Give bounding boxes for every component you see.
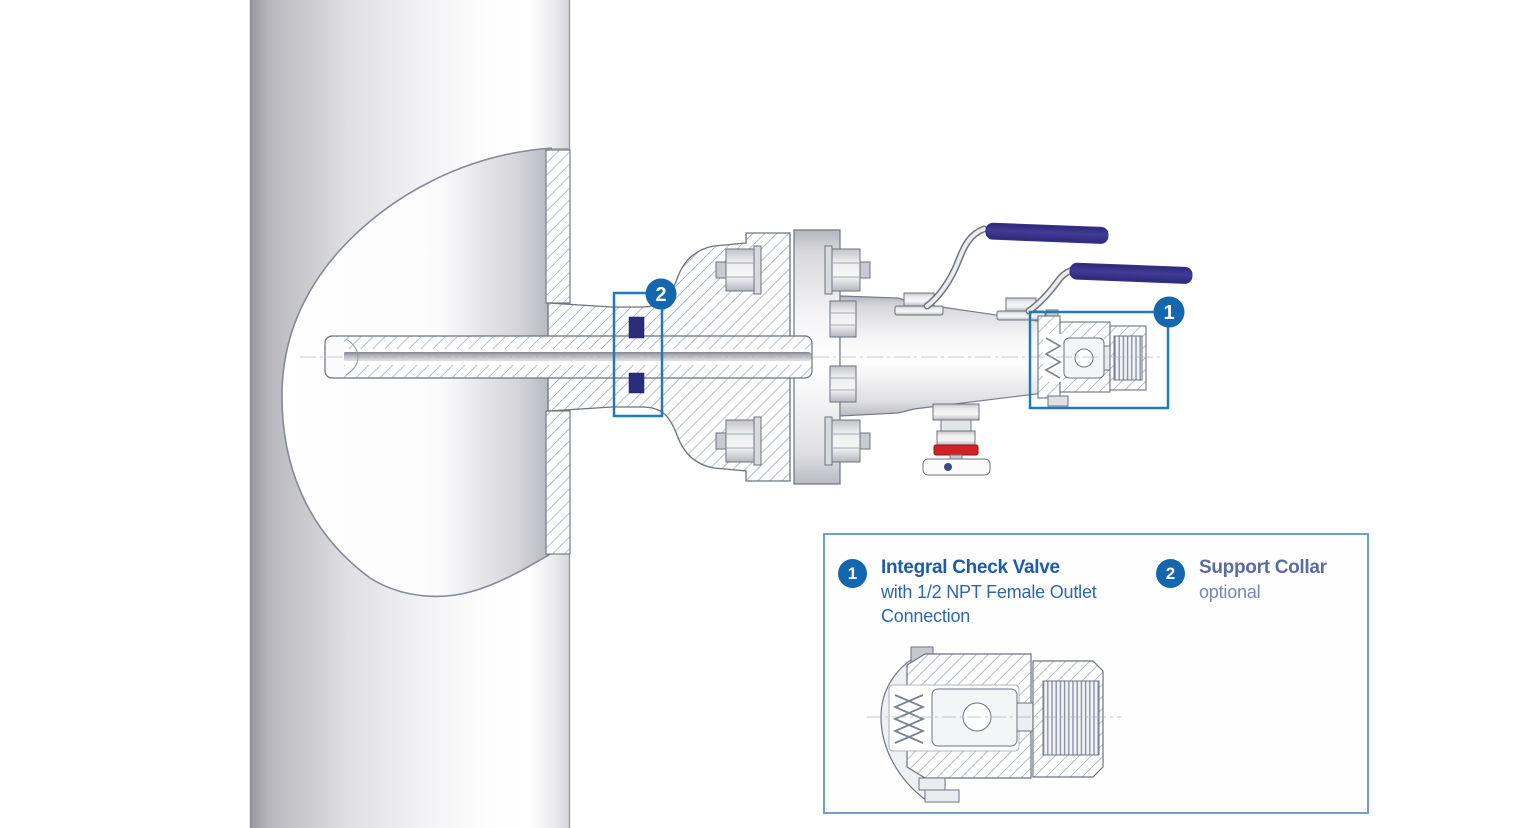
pipe-wall-section [545,149,571,555]
callout-1: 1 [1028,296,1185,410]
legend-box: 1 Integral Check Valve with 1/2 NPT Fema… [823,533,1369,814]
npt-female-threads [1042,680,1100,756]
bolt-nut [829,365,857,403]
handle-grip [1069,262,1193,284]
callout-1-badge [1153,296,1185,328]
check-valve-section [1037,309,1147,407]
ball-valve-handle-1 [894,222,1109,316]
check-valve-spring [1044,337,1062,379]
check-valve-detail-drawing [867,646,1121,803]
legend-title-2: Support Collar [1199,557,1327,578]
callout-2-number: 2 [655,284,666,306]
callout-1-number: 1 [1163,302,1174,324]
callout-2: 2 [612,278,677,418]
callout-2-box [612,291,664,418]
legend-badge-1: 1 [838,559,867,588]
bolt-nut [715,245,762,295]
legend-item-check-valve: 1 Integral Check Valve with 1/2 NPT Fema… [838,556,1113,628]
vent-tee-handle [922,458,991,476]
legend-item-support-collar: 2 Support Collar optional [1156,556,1327,604]
handle-grip [985,222,1109,244]
support-collar-marks [628,316,645,394]
flange-bolts [715,245,871,466]
valve-bottom-boss [924,789,960,803]
callout-1-box [1028,310,1170,410]
legend-title-1: Integral Check Valve [881,557,1060,578]
vent-valve [922,403,991,476]
npt-female-threads [1113,335,1143,381]
ball-valve-handle-2 [996,262,1193,321]
bolt-nut [829,300,857,338]
bolt-nut [824,245,871,295]
valve-spring [892,694,926,744]
callout-2-badge [645,278,677,310]
bolt-nut [715,416,762,466]
vent-red-ring [933,444,979,456]
legend-desc-2: optional [1199,582,1261,602]
legend-badge-2: 2 [1156,559,1185,588]
legend-desc-1: with 1/2 NPT Female Outlet Connection [881,582,1097,626]
bolt-nut [824,416,871,466]
